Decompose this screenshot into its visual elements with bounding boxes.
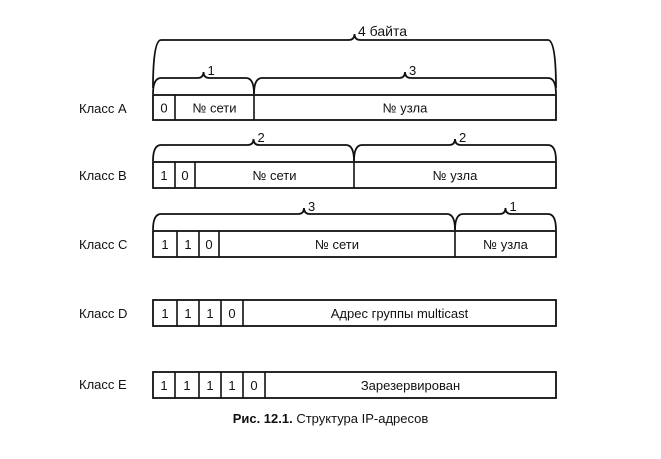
host-bytes-label: 3 bbox=[409, 63, 416, 78]
address-field: Зарезервирован bbox=[361, 378, 460, 393]
host-brace bbox=[353, 138, 557, 162]
bit-cell: 1 bbox=[206, 306, 213, 321]
class-label-d: Класс D bbox=[79, 306, 127, 321]
network-brace bbox=[152, 71, 255, 95]
network-number-field: № сети bbox=[315, 237, 359, 252]
bit-cell: 1 bbox=[160, 168, 167, 183]
network-number-field: № сети bbox=[192, 101, 236, 116]
address-bar-a: 0 № сети № узла 1 3 bbox=[152, 63, 557, 121]
bit-cell: 1 bbox=[161, 306, 168, 321]
network-brace bbox=[152, 207, 456, 231]
host-brace bbox=[253, 71, 557, 95]
total-brace bbox=[152, 33, 557, 89]
host-number-field: № узла bbox=[483, 237, 528, 252]
figure-title: Структура IP-адресов bbox=[296, 411, 429, 426]
bit-cell: 0 bbox=[160, 101, 167, 116]
bit-cell: 1 bbox=[206, 378, 213, 393]
class-label-e: Класс E bbox=[79, 377, 127, 392]
address-bar-outline-d bbox=[152, 299, 557, 327]
figure-number: Рис. 12.1. bbox=[232, 411, 293, 426]
row-class-a: Класс A 0 № сети № узла 1 3 bbox=[79, 63, 557, 121]
network-brace bbox=[152, 138, 355, 162]
host-brace bbox=[454, 207, 557, 231]
address-field: Адрес группы multicast bbox=[331, 306, 469, 321]
address-bar-outline-a bbox=[152, 94, 557, 121]
bit-cell: 1 bbox=[228, 378, 235, 393]
bit-cell: 0 bbox=[205, 237, 212, 252]
address-bar-outline-e bbox=[152, 371, 557, 399]
total-brace-path bbox=[152, 33, 557, 89]
host-bytes-label: 2 bbox=[459, 130, 466, 145]
class-label-b: Класс B bbox=[79, 168, 127, 183]
bit-cell: 0 bbox=[250, 378, 257, 393]
host-number-field: № узла bbox=[433, 168, 478, 183]
bit-cell: 1 bbox=[160, 378, 167, 393]
total-brace-label: 4 байта bbox=[358, 23, 407, 39]
bit-cell: 1 bbox=[183, 378, 190, 393]
bit-cell: 1 bbox=[184, 237, 191, 252]
address-bar-outline-c bbox=[152, 230, 557, 258]
network-bytes-label: 3 bbox=[308, 199, 315, 214]
host-bytes-label: 1 bbox=[510, 199, 517, 214]
bit-cell: 0 bbox=[181, 168, 188, 183]
bit-cell: 1 bbox=[184, 306, 191, 321]
network-number-field: № сети bbox=[252, 168, 296, 183]
class-label-a: Класс A bbox=[79, 101, 127, 116]
host-number-field: № узла bbox=[383, 101, 428, 116]
figure-caption: Рис. 12.1. Структура IP-адресов bbox=[0, 411, 661, 426]
network-bytes-label: 1 bbox=[208, 63, 215, 78]
class-label-c: Класс C bbox=[79, 237, 127, 252]
bit-cell: 1 bbox=[161, 237, 168, 252]
network-bytes-label: 2 bbox=[258, 130, 265, 145]
bit-cell: 0 bbox=[228, 306, 235, 321]
